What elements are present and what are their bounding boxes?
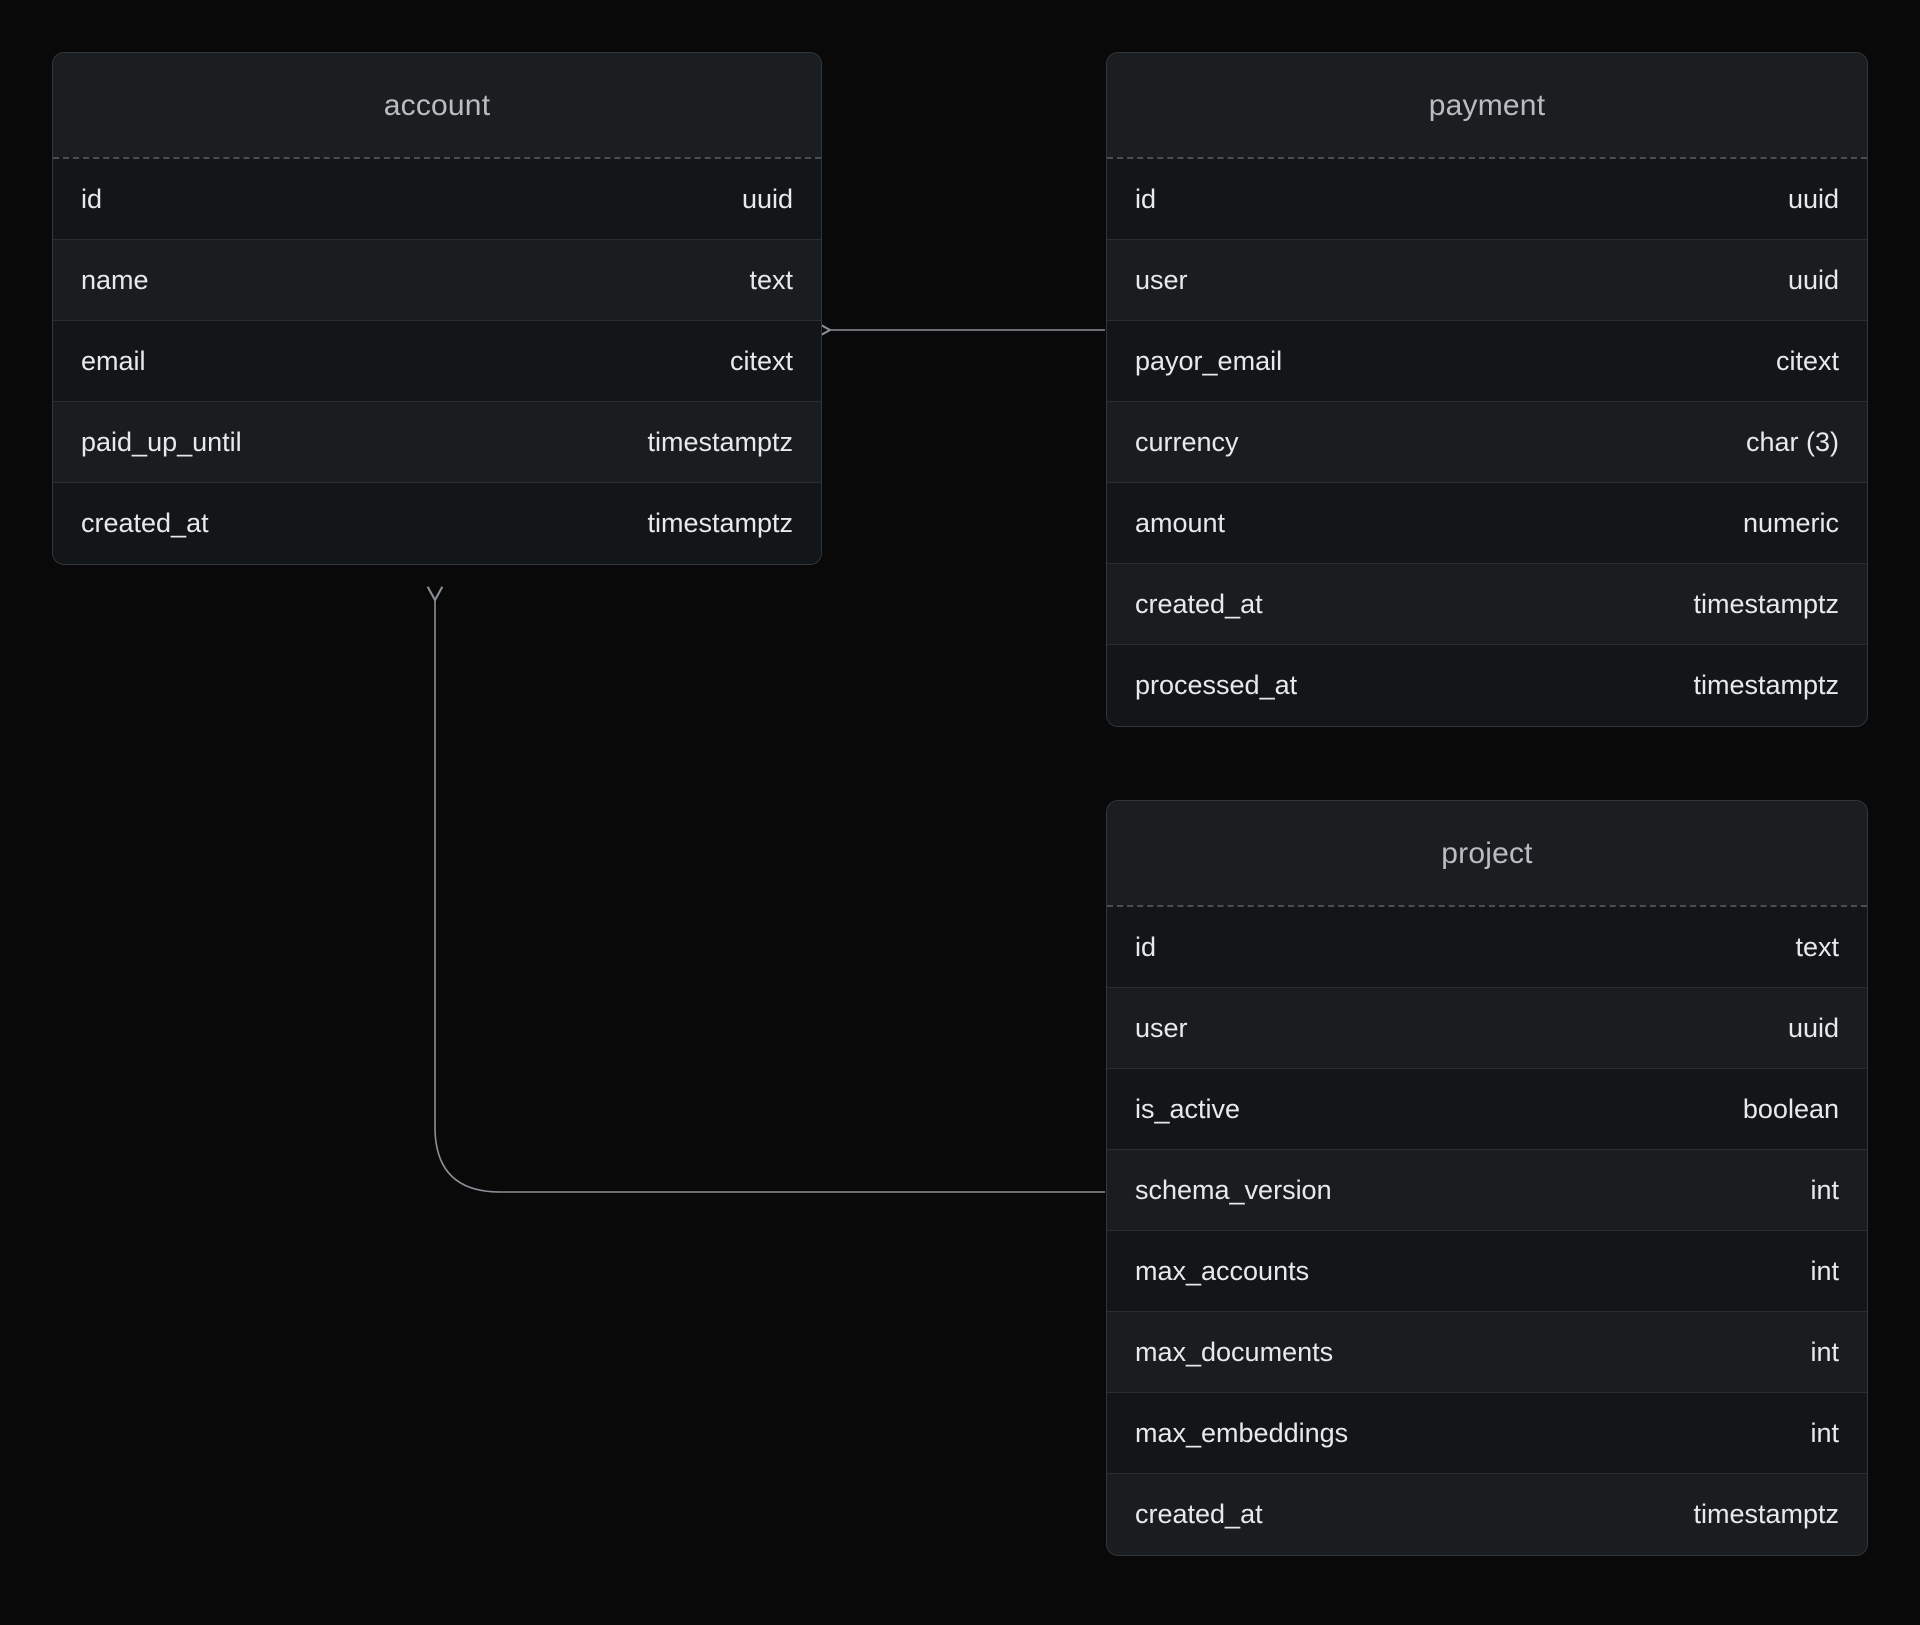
field-name: schema_version [1135, 1174, 1332, 1205]
field-type: int [1810, 1255, 1839, 1286]
field-type: uuid [1787, 183, 1839, 214]
table-row[interactable]: is_active boolean [1107, 1069, 1867, 1150]
table-row[interactable]: created_at timestamptz [1107, 1474, 1867, 1555]
table-row[interactable]: user uuid [1107, 988, 1867, 1069]
title-separator [53, 157, 821, 159]
field-list-payment: id uuid user uuid payor_email citext cur… [1107, 159, 1867, 726]
table-row[interactable]: processed_at timestamptz [1107, 645, 1867, 726]
field-name: processed_at [1135, 670, 1298, 700]
field-name: id [1135, 183, 1157, 214]
field-list-account: id uuid name text email citext paid_up_u… [53, 159, 821, 564]
field-name: created_at [1135, 1499, 1263, 1529]
field-name: email [81, 345, 146, 376]
field-type: numeric [1742, 507, 1839, 538]
table-row[interactable]: name text [53, 240, 821, 321]
table-row[interactable]: paid_up_until timestamptz [53, 402, 821, 483]
table-row[interactable]: max_embeddings int [1107, 1393, 1867, 1474]
field-type: uuid [741, 183, 793, 214]
field-type: int [1810, 1336, 1839, 1367]
table-card-project[interactable]: project id text user uuid is_active bool… [1106, 800, 1868, 1556]
title-separator [1107, 905, 1867, 907]
table-row[interactable]: amount numeric [1107, 483, 1867, 564]
edge-project-to-account [426, 586, 1105, 1193]
field-name: user [1135, 1012, 1188, 1043]
table-title-account: account [53, 53, 821, 157]
title-separator [1107, 157, 1867, 159]
field-list-project: id text user uuid is_active boolean sche… [1107, 907, 1867, 1555]
field-name: payor_email [1135, 345, 1283, 376]
field-type: boolean [1742, 1093, 1839, 1124]
field-type: timestamptz [647, 426, 793, 457]
field-type: int [1810, 1417, 1839, 1448]
field-name: user [1135, 264, 1188, 295]
field-type: citext [1775, 345, 1839, 376]
field-name: name [81, 264, 149, 295]
field-name: id [1135, 931, 1157, 962]
field-name: max_accounts [1135, 1255, 1310, 1286]
table-row[interactable]: user uuid [1107, 240, 1867, 321]
field-type: timestamptz [1693, 670, 1839, 700]
field-type: timestamptz [1693, 1499, 1839, 1529]
field-type: timestamptz [647, 508, 793, 538]
field-type: citext [729, 345, 793, 376]
field-name: id [81, 183, 103, 214]
table-title-project: project [1107, 801, 1867, 905]
table-card-payment[interactable]: payment id uuid user uuid payor_email ci… [1106, 52, 1868, 727]
field-type: timestamptz [1693, 588, 1839, 619]
field-name: is_active [1135, 1093, 1241, 1124]
table-row[interactable]: payor_email citext [1107, 321, 1867, 402]
field-type: uuid [1787, 264, 1839, 295]
field-name: currency [1135, 426, 1239, 457]
field-name: created_at [1135, 588, 1263, 619]
table-row[interactable]: email citext [53, 321, 821, 402]
table-row[interactable]: max_documents int [1107, 1312, 1867, 1393]
table-row[interactable]: created_at timestamptz [1107, 564, 1867, 645]
table-title-payment: payment [1107, 53, 1867, 157]
field-type: text [1795, 931, 1839, 962]
field-name: paid_up_until [81, 426, 242, 457]
field-name: amount [1135, 507, 1226, 538]
field-type: char (3) [1745, 426, 1839, 457]
table-row[interactable]: id uuid [1107, 159, 1867, 240]
field-type: text [749, 264, 793, 295]
table-row[interactable]: schema_version int [1107, 1150, 1867, 1231]
field-name: max_documents [1135, 1336, 1334, 1367]
table-row[interactable]: max_accounts int [1107, 1231, 1867, 1312]
table-row[interactable]: id text [1107, 907, 1867, 988]
field-type: int [1810, 1174, 1839, 1205]
field-name: created_at [81, 508, 209, 538]
field-type: uuid [1787, 1012, 1839, 1043]
field-name: max_embeddings [1135, 1417, 1349, 1448]
table-row[interactable]: currency char (3) [1107, 402, 1867, 483]
table-card-account[interactable]: account id uuid name text email citext p… [52, 52, 822, 565]
table-row[interactable]: id uuid [53, 159, 821, 240]
table-row[interactable]: created_at timestamptz [53, 483, 821, 564]
